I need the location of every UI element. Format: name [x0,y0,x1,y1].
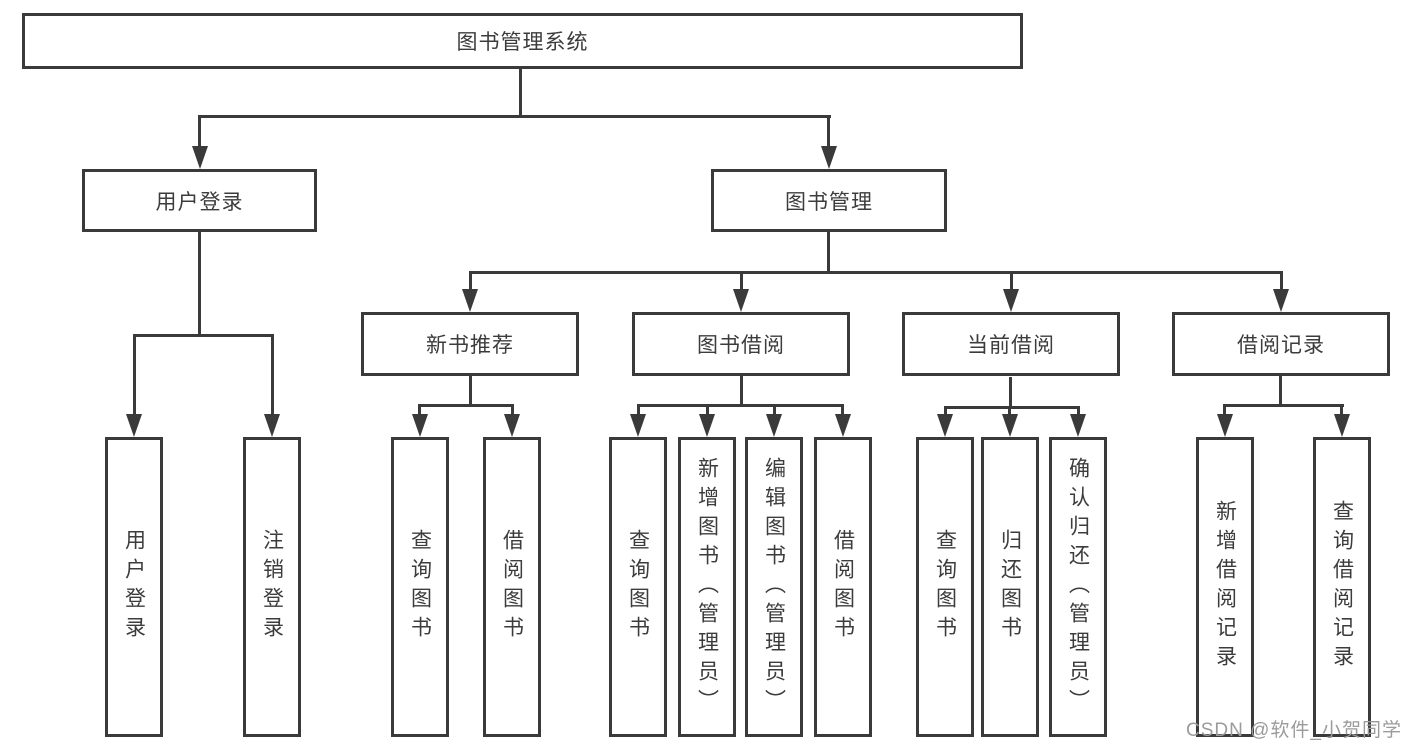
node-label: 借阅图书 [831,529,855,645]
arrow-down-icon [1217,414,1233,437]
node-label: 新增图书（管理员） [695,456,719,718]
connector-line [469,271,1283,274]
node-label: 借阅记录 [1237,334,1325,357]
arrow-down-icon [821,146,837,169]
node-label: 编辑图书（管理员） [762,456,786,718]
node-label: 确认归还（管理员） [1066,456,1090,718]
connector-line [511,404,514,418]
connector-line [1008,406,1011,418]
node-label: 用户登录 [155,190,244,214]
connector-line [706,404,709,418]
connector-line [637,404,640,418]
arrow-down-icon [1334,414,1350,437]
arrow-down-icon [835,414,851,437]
connector-line [773,404,776,418]
node-label: 借阅图书 [500,529,524,645]
node-current-borrow: 当前借阅 [902,312,1120,376]
node-label: 新增借阅记录 [1213,500,1237,674]
leaf-borrow-query-books: 查询图书 [609,437,667,737]
connector-line [271,334,274,418]
connector-line [740,271,743,293]
node-label: 用户登录 [122,529,146,645]
connector-line [1223,404,1344,407]
leaf-record-add: 新增借阅记录 [1196,437,1254,737]
node-borrow-record: 借阅记录 [1172,312,1390,376]
leaf-record-query: 查询借阅记录 [1313,437,1371,737]
connector-line [519,69,522,117]
node-label: 当前借阅 [967,334,1055,357]
leaf-borrow-edit-books-admin: 编辑图书（管理员） [745,437,803,737]
node-new-book-recommend: 新书推荐 [361,312,579,376]
connector-line [944,406,1080,409]
node-book-borrow: 图书借阅 [632,312,850,376]
connector-line [469,376,472,407]
connector-line [1279,376,1282,407]
connector-line [133,334,274,337]
connector-line [133,334,136,418]
node-label: 查询图书 [933,529,957,645]
node-label: 查询图书 [626,529,650,645]
connector-line [418,404,514,407]
node-label: 图书管理系统 [456,31,589,54]
arrow-down-icon [504,414,520,437]
arrow-down-icon [699,414,715,437]
arrow-down-icon [462,289,478,312]
arrow-down-icon [126,414,142,437]
csdn-watermark: CSDN @软件_小贺同学 [1186,720,1402,741]
arrow-down-icon [412,414,428,437]
connector-line [1280,271,1283,293]
connector-line [198,232,201,336]
connector-line [1340,404,1343,418]
connector-line [637,404,844,407]
connector-line [827,115,830,149]
node-label: 归还图书 [998,529,1022,645]
node-label: 新书推荐 [426,334,514,357]
connector-line [469,271,472,293]
node-label: 注销登录 [260,529,284,645]
connector-line [1009,377,1012,408]
node-book-management: 图书管理 [711,169,947,232]
connector-line [827,232,830,274]
leaf-user-login: 用户登录 [105,437,163,737]
leaf-borrow-add-books-admin: 新增图书（管理员） [678,437,736,737]
leaf-borrow-borrow-books: 借阅图书 [814,437,872,737]
leaf-current-return-books: 归还图书 [981,437,1039,737]
arrow-down-icon [192,146,208,169]
arrow-down-icon [937,414,953,437]
leaf-logout: 注销登录 [243,437,301,737]
node-label: 查询借阅记录 [1330,500,1354,674]
arrow-down-icon [733,289,749,312]
leaf-current-confirm-return-admin: 确认归还（管理员） [1049,437,1107,737]
node-user-login: 用户登录 [82,169,317,232]
node-label: 图书管理 [785,190,873,214]
arrow-down-icon [766,414,782,437]
connector-line [198,115,831,118]
arrow-down-icon [630,414,646,437]
leaf-current-query-books: 查询图书 [916,437,974,737]
leaf-recommend-query-books: 查询图书 [391,437,449,737]
arrow-down-icon [1070,414,1086,437]
node-root-library-system: 图书管理系统 [22,13,1023,69]
connector-line [1010,271,1013,293]
connector-line [1077,406,1080,418]
connector-line [1223,404,1226,418]
connector-line [418,404,421,418]
node-label: 图书借阅 [697,334,785,357]
leaf-recommend-borrow-books: 借阅图书 [483,437,541,737]
connector-line [841,404,844,418]
node-label: 查询图书 [408,529,432,645]
connector-line [944,406,947,418]
arrow-down-icon [264,414,280,437]
arrow-down-icon [1273,289,1289,312]
connector-line [740,376,743,407]
arrow-down-icon [1003,289,1019,312]
connector-line [198,115,201,149]
arrow-down-icon [1002,414,1018,437]
